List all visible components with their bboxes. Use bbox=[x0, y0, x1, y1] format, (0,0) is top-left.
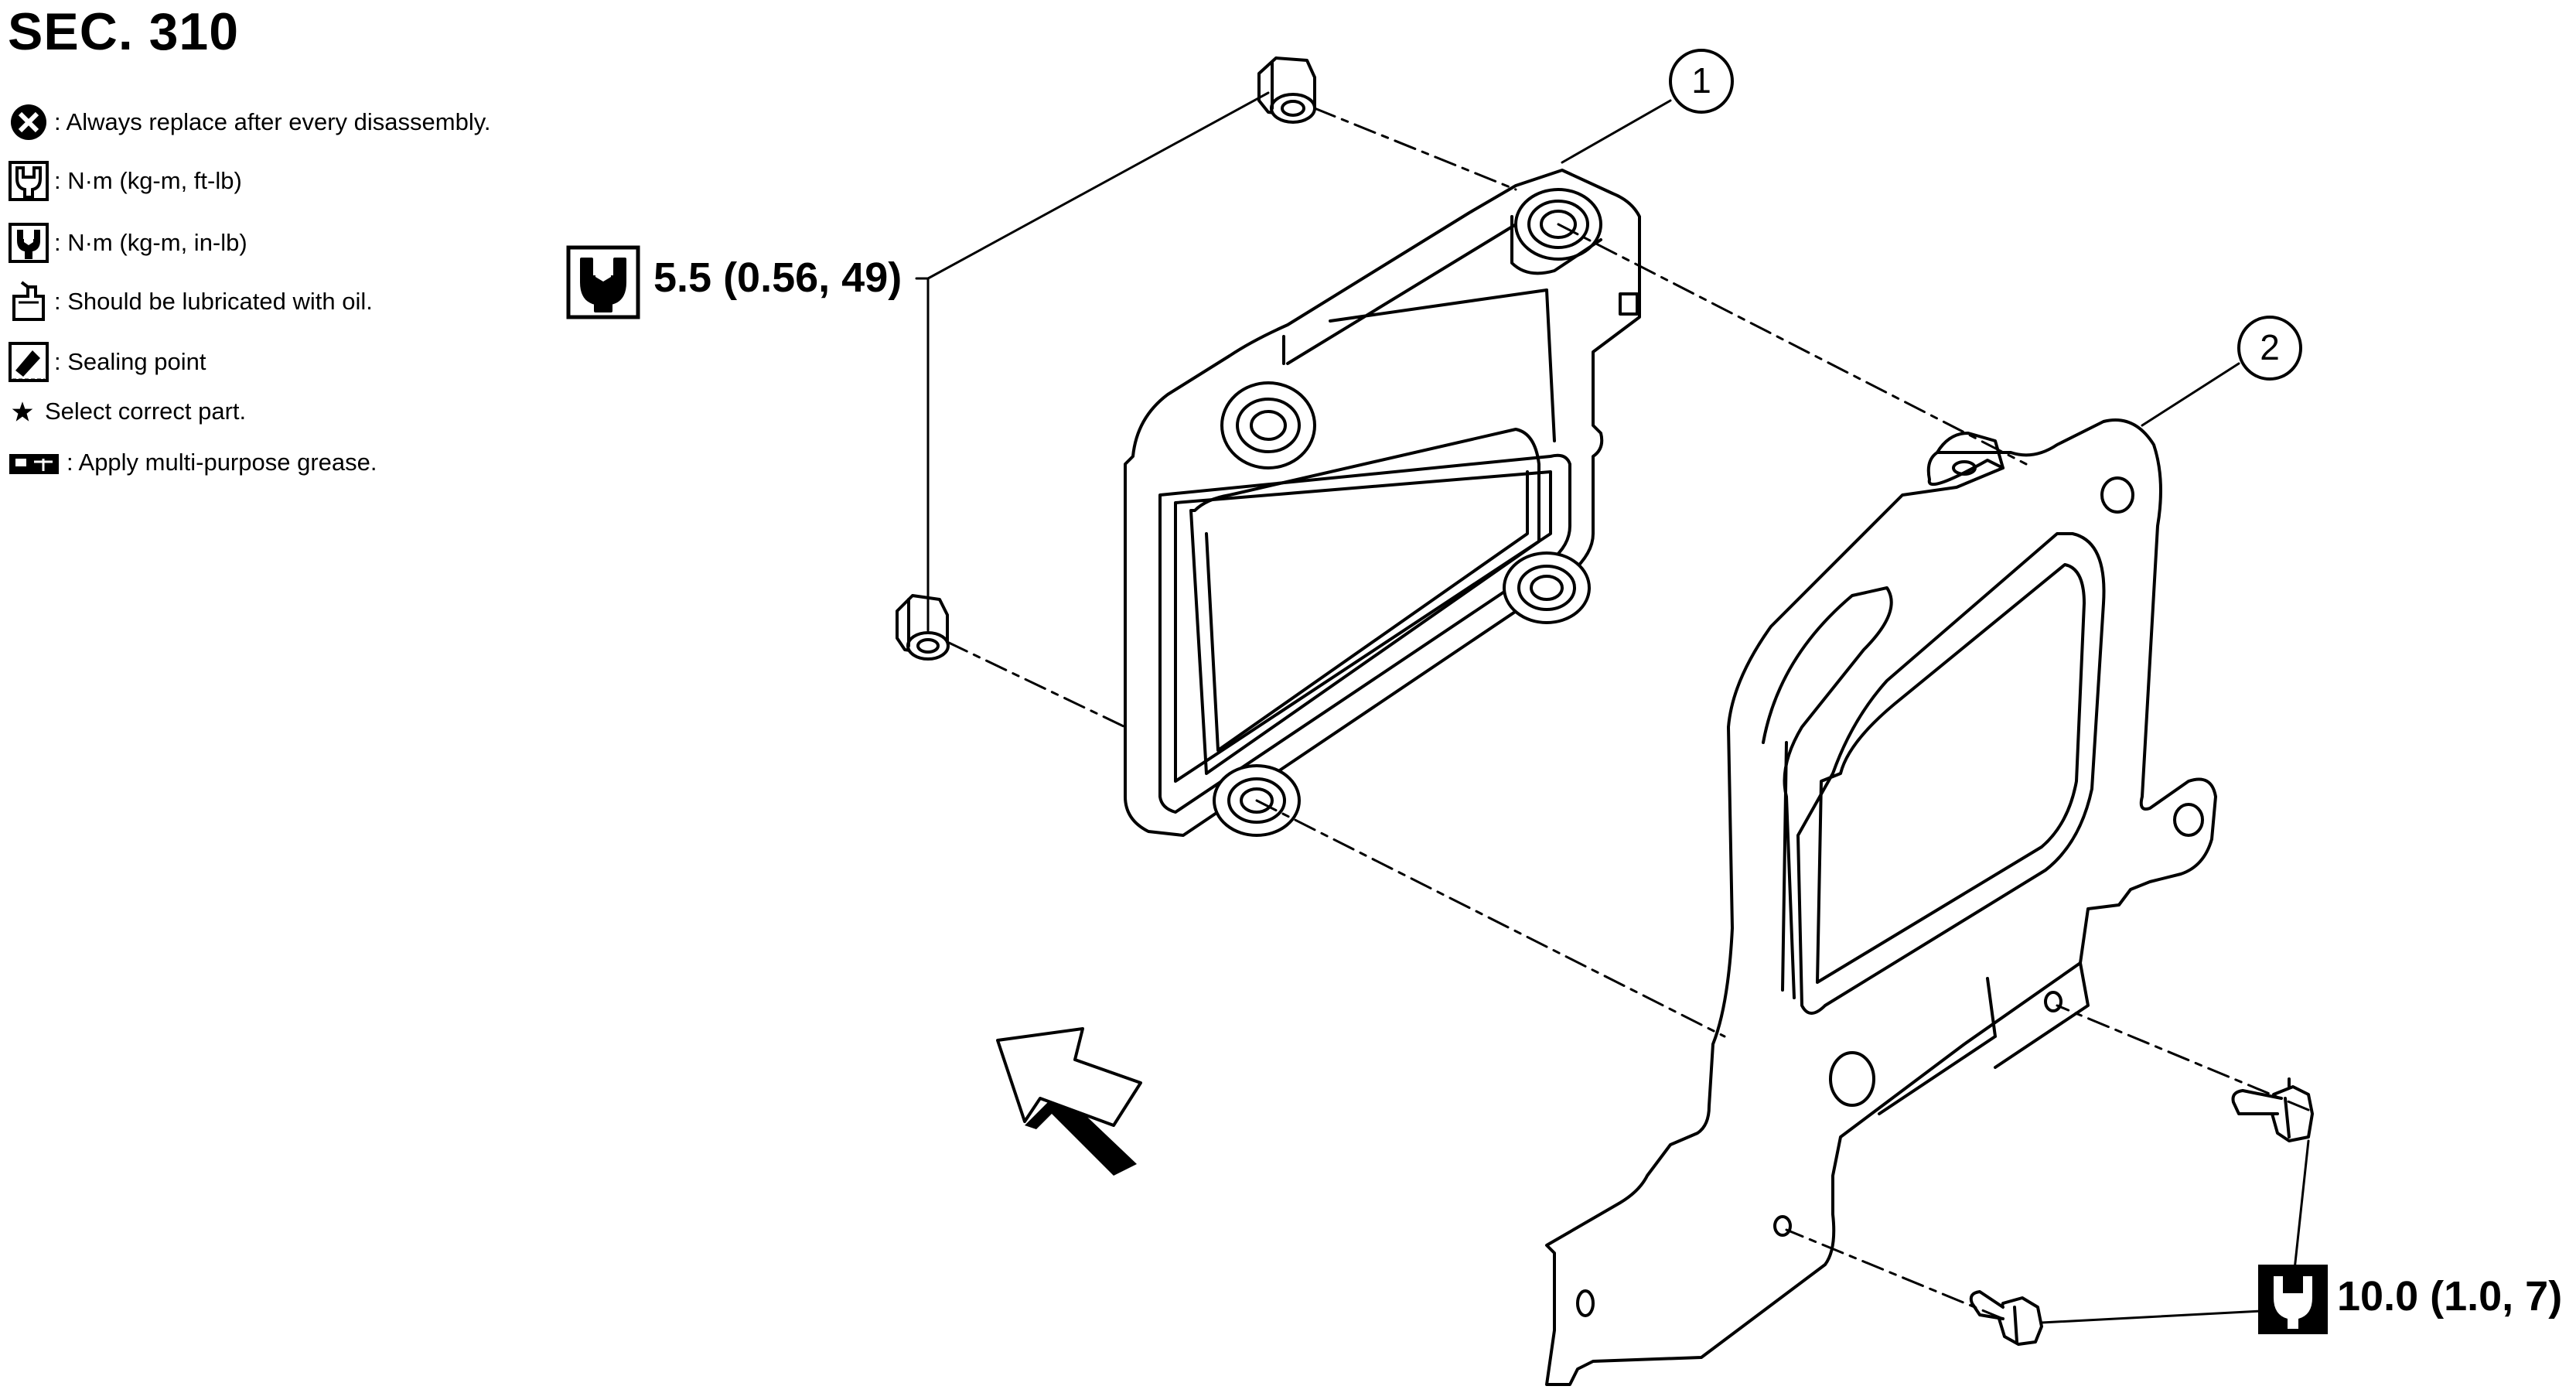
legend-item-grease: : Apply multi-purpose grease. bbox=[8, 441, 704, 484]
grease-icon bbox=[9, 454, 59, 474]
legend-item-torque-in-lb: : N·m (kg-m, in-lb) bbox=[8, 221, 704, 265]
callout-circle-2 bbox=[2237, 316, 2302, 381]
nut-torque-icon bbox=[566, 245, 640, 319]
torque-in-lb-icon bbox=[9, 223, 49, 263]
legend-item-always-replace: : Always replace after every disassembly… bbox=[8, 101, 704, 144]
star-icon bbox=[12, 401, 33, 422]
bolt-lower bbox=[1969, 1290, 2043, 1346]
section-title: SEC. 310 bbox=[8, 2, 240, 61]
legend-item-torque-ft-lb: : N·m (kg-m, ft-lb) bbox=[8, 159, 704, 203]
legend-text: Select correct part. bbox=[45, 398, 247, 425]
torque-spec-nuts: 5.5 (0.56, 49) bbox=[653, 254, 902, 301]
bolt-upper-right bbox=[2231, 1077, 2314, 1142]
legend-text: : N·m (kg-m, ft-lb) bbox=[54, 167, 242, 194]
callout-circle-1 bbox=[1669, 49, 1734, 114]
bracket-part-2 bbox=[1545, 418, 2217, 1386]
front-direction-arrow-icon bbox=[996, 1027, 1142, 1176]
bolt-torque-icon bbox=[2258, 1265, 2328, 1334]
torque-spec-bolts: 10.0 (1.0, 7) bbox=[2337, 1273, 2563, 1320]
control-unit-part-1 bbox=[1124, 169, 1641, 837]
mount-boss-right-lower bbox=[1503, 551, 1591, 624]
always-replace-icon bbox=[11, 104, 46, 140]
callout-number-1: 1 bbox=[1691, 60, 1711, 101]
legend-item-sealing: : Sealing point bbox=[8, 340, 704, 384]
torque-ft-lb-icon bbox=[9, 161, 49, 201]
assembly-centerlines bbox=[946, 107, 2310, 1320]
sealing-point-icon bbox=[9, 342, 49, 382]
legend-text: : Sealing point bbox=[54, 348, 206, 375]
legend-text: : Apply multi-purpose grease. bbox=[67, 449, 377, 476]
mount-boss-left bbox=[1220, 381, 1316, 469]
legend-text: : Always replace after every disassembly… bbox=[54, 108, 491, 135]
legend-item-star: Select correct part. bbox=[8, 390, 472, 433]
nut-top bbox=[1257, 56, 1316, 124]
legend-text: : N·m (kg-m, in-lb) bbox=[54, 229, 247, 256]
nut-bottom bbox=[896, 594, 950, 661]
oil-can-icon bbox=[12, 281, 45, 321]
legend-text: : Should be lubricated with oil. bbox=[54, 288, 373, 315]
legend-item-oil: : Should be lubricated with oil. bbox=[8, 280, 704, 323]
callout-number-2: 2 bbox=[2260, 327, 2280, 367]
